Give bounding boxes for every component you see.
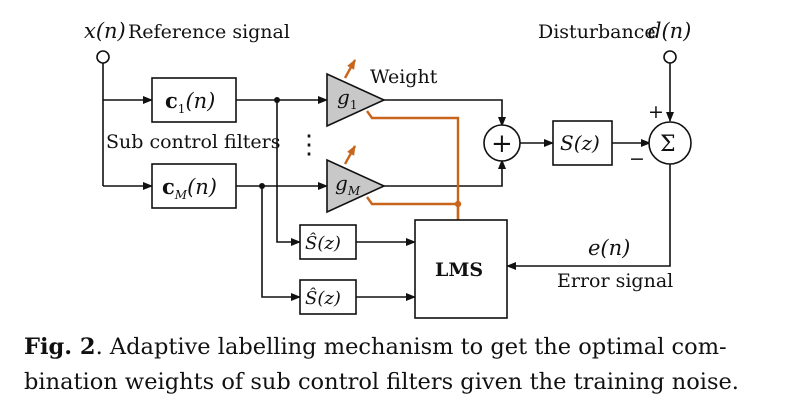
sigma-symbol: Σ — [660, 132, 676, 157]
g1-weight-arrow — [343, 59, 357, 79]
error-symbol: e(n) — [588, 236, 630, 260]
d-symbol: d(n) — [648, 19, 691, 43]
error-sum-node — [648, 121, 692, 165]
gain-gM-label: gM — [335, 171, 361, 198]
filter-c1-box — [151, 77, 237, 123]
disturbance-input-node — [663, 50, 677, 64]
lms-label: LMS — [435, 259, 483, 281]
filter-cM-box — [151, 163, 237, 209]
plus-sign: + — [648, 101, 664, 123]
branch-ellipsis: ⋮ — [296, 130, 322, 160]
gain-g1-label: g1 — [337, 85, 357, 112]
lms-to-gM-weight-path — [366, 196, 460, 220]
gain-gM-triangle — [326, 158, 386, 214]
summer-plus-symbol: + — [491, 129, 513, 159]
junction-dot-cM — [259, 183, 265, 189]
secondary-path-estimate-2-label: Ŝ(z) — [305, 286, 341, 309]
gain-g1-triangle — [326, 72, 386, 128]
caption-line-2: bination weights of sub control filters … — [24, 369, 739, 395]
filter-c1-label: c1(n) — [165, 88, 215, 116]
reference-input-node — [96, 50, 110, 64]
plant-box — [552, 120, 613, 166]
weight-label: Weight — [370, 66, 438, 88]
gM-weight-arrow — [343, 145, 357, 165]
junction-dot-c1 — [274, 97, 280, 103]
lms-box — [414, 219, 508, 319]
weight-junction-dot — [454, 200, 462, 208]
figure-label: Fig. 2 — [24, 334, 96, 360]
figure-caption: Fig. 2. Adaptive labelling mechanism to … — [24, 330, 769, 400]
lms-to-g1-weight-path — [366, 110, 460, 220]
secondary-path-estimate-1-label: Ŝ(z) — [305, 231, 341, 254]
secondary-path-estimate-2-box — [299, 279, 357, 315]
summing-junction — [483, 124, 521, 162]
disturbance-label: Disturbance — [538, 21, 656, 43]
caption-line-1: . Adaptive labelling mechanism to get th… — [95, 334, 727, 360]
secondary-path-estimate-1-box — [299, 224, 357, 260]
filter-cM-label: cM(n) — [162, 174, 217, 202]
sub-control-filters-label: Sub control filters — [106, 131, 281, 153]
plant-label: S(z) — [560, 131, 600, 155]
error-signal-label: Error signal — [557, 270, 673, 292]
x-symbol: x(n) — [84, 19, 126, 43]
minus-sign: − — [629, 148, 645, 170]
reference-signal-label: Reference signal — [128, 21, 290, 43]
